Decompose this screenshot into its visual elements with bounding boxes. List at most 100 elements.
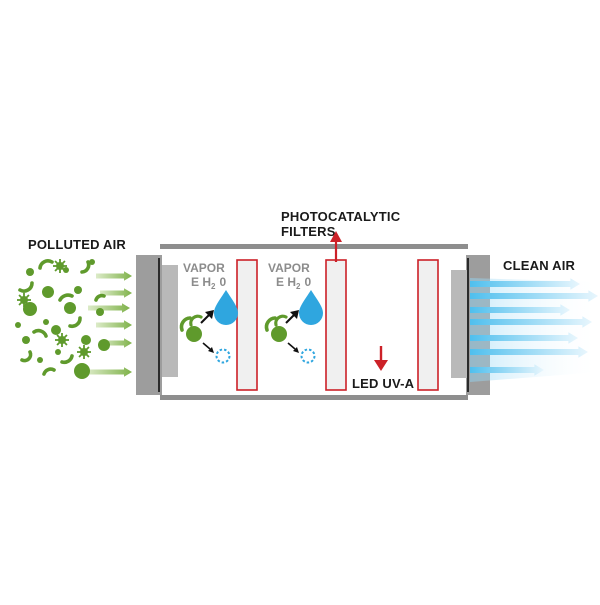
- arrow-icon: [96, 320, 132, 330]
- pollutant-particle-core: [56, 262, 64, 270]
- pollutant-particle-icon: [81, 335, 91, 345]
- pollutant-particle-icon: [32, 328, 48, 338]
- pollutant-particle-spike: [78, 353, 83, 358]
- arrow-icon: [287, 342, 299, 353]
- polluted-air-arrows: [86, 271, 132, 377]
- photocatalytic-label-line1: PHOTOCATALYTIC: [281, 209, 401, 224]
- pollutant-particle-icon: [51, 325, 61, 335]
- pollutant-particle-icon: [74, 363, 90, 379]
- pollutant-particle-icon: [17, 293, 31, 307]
- pollutant-particle-spike: [85, 353, 90, 358]
- arrow-icon: [470, 278, 580, 290]
- arrow-icon: [470, 346, 588, 358]
- pollutant-particle-spike: [18, 294, 23, 299]
- pollutant-particle-icon: [20, 350, 33, 363]
- pollutant-particles: [15, 259, 110, 379]
- pollutant-particle-spike: [54, 260, 59, 265]
- filter-plate-3: [417, 259, 439, 391]
- arrow-icon: [88, 303, 130, 313]
- dashed-circle-icon: [215, 348, 231, 364]
- left-flange-inner: [162, 265, 178, 377]
- pollutant-particle-icon: [64, 302, 76, 314]
- pollutant-particle-core: [80, 348, 88, 356]
- filter-plate-1: [236, 259, 258, 391]
- pollutant-particle-icon: [68, 316, 82, 329]
- filter-plate-2: [325, 259, 347, 391]
- pollutant-particle-icon: [60, 354, 74, 365]
- pollutant-particle-icon: [274, 314, 288, 327]
- pollutant-particle-core: [58, 336, 66, 344]
- pollutant-particle-icon: [80, 260, 91, 274]
- pollutant-particle-icon: [23, 302, 37, 316]
- pollutant-particle-icon: [189, 314, 203, 327]
- water-formula-sub-1: 2: [211, 282, 216, 291]
- water-drop-icon: [214, 290, 238, 325]
- vapor-label-2: VAPOR: [268, 261, 310, 275]
- pollutant-particle-spike: [61, 260, 66, 265]
- pollutant-particle-icon: [98, 339, 110, 351]
- water-formula-sub-2: 2: [296, 282, 301, 291]
- pollutant-particle-icon: [37, 357, 43, 363]
- arrow-icon: [470, 332, 578, 344]
- pollutant-particle-icon: [55, 333, 69, 347]
- pollutant-particle-icon: [264, 316, 277, 332]
- arrow-icon: [202, 342, 214, 353]
- led-uva-arrow-icon: [374, 346, 388, 371]
- led-uva-label: LED UV-A: [352, 376, 415, 391]
- photocatalytic-label-line2: FILTERS: [281, 224, 336, 239]
- pollutant-particle-spike: [25, 301, 30, 306]
- photocatalytic-arrow-icon: [330, 231, 342, 262]
- pollutant-particle-icon: [42, 367, 56, 376]
- water-formula-o-1: 0: [219, 275, 226, 289]
- pollutant-particle-icon: [74, 286, 82, 294]
- pollutant-particle-icon: [271, 326, 287, 342]
- pollutant-particle-icon: [53, 259, 67, 273]
- pollutant-particle-spike: [85, 346, 90, 351]
- housing-bottom-rail: [160, 395, 468, 400]
- pollutant-particle-icon: [58, 293, 74, 302]
- arrow-icon: [96, 271, 132, 281]
- clean-air-label: CLEAN AIR: [503, 258, 576, 273]
- pollutant-particle-icon: [89, 259, 95, 265]
- clean-air-arrows: [470, 278, 600, 382]
- pollutant-particle-spike: [61, 267, 66, 272]
- pollutant-particle-spike: [78, 346, 83, 351]
- arrow-icon: [470, 364, 544, 376]
- pollutant-particle-icon: [42, 286, 54, 298]
- arrow-icon: [100, 288, 132, 298]
- left-flange: [136, 255, 162, 395]
- pollutant-particle-icon: [43, 319, 49, 325]
- pollutant-particle-icon: [77, 345, 91, 359]
- pollutant-particle-spike: [56, 334, 61, 339]
- right-flange-inner: [451, 270, 467, 378]
- pollutant-particle-spike: [54, 267, 59, 272]
- pollutant-particle-icon: [96, 308, 104, 316]
- water-formula-o-2: 0: [304, 275, 311, 289]
- pollutant-particle-icon: [15, 322, 21, 328]
- pollutant-particle-spike: [63, 341, 68, 346]
- pollutant-particle-icon: [55, 349, 61, 355]
- pollutant-particle-core: [20, 296, 28, 304]
- arrow-icon: [470, 290, 598, 302]
- pollutant-particle-icon: [63, 267, 69, 273]
- arrow-icon: [86, 367, 132, 377]
- pollutant-particle-spike: [18, 301, 23, 306]
- arrow-icon: [470, 304, 570, 316]
- pollutant-particle-icon: [179, 316, 192, 332]
- arrow-icon: [470, 316, 592, 328]
- pollutant-particle-icon: [18, 281, 34, 293]
- pollutant-particle-icon: [186, 326, 202, 342]
- arrow-icon: [200, 310, 214, 324]
- dashed-circle-icon: [300, 348, 316, 364]
- housing-top-rail: [160, 244, 468, 249]
- pollutant-particle-icon: [38, 259, 54, 270]
- water-drop-icon: [299, 290, 323, 325]
- pollutant-particle-spike: [63, 334, 68, 339]
- pollutant-particle-icon: [94, 293, 106, 302]
- pollutant-particle-spike: [25, 294, 30, 299]
- vapor-label-1: VAPOR: [183, 261, 225, 275]
- water-formula-e-h-2: E H: [276, 275, 296, 289]
